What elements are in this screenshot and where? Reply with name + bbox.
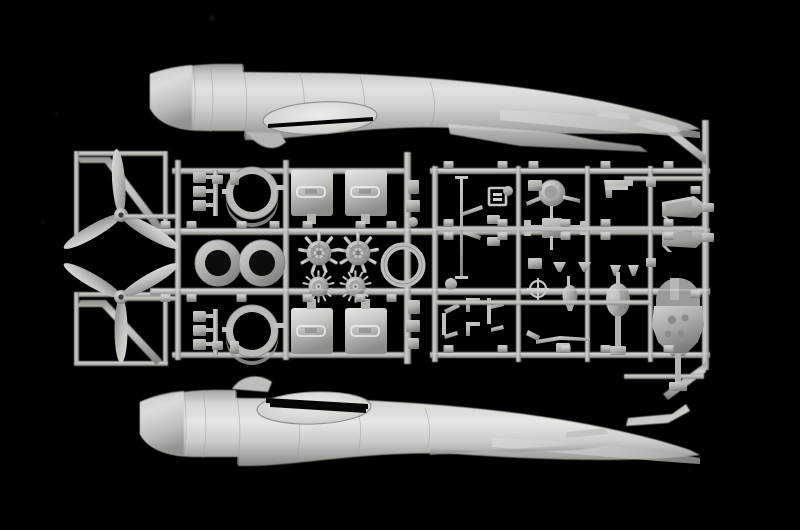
part-control-wheel xyxy=(526,179,580,207)
fuselage-lower-tail-taper xyxy=(492,438,700,464)
small-part xyxy=(408,300,420,314)
propeller-gate-runners xyxy=(124,214,176,301)
runner-horizontal-mid xyxy=(150,288,710,295)
small-part xyxy=(193,311,206,322)
fuselage-lower-fin-root xyxy=(626,404,690,426)
small-part xyxy=(193,339,206,350)
part-cowl-panel-2 xyxy=(345,170,387,224)
dust-speck xyxy=(41,220,45,224)
small-part xyxy=(408,217,418,227)
runner-angled-top-right xyxy=(667,128,706,165)
runner-vertical-c3 xyxy=(404,152,411,364)
propeller-blade xyxy=(111,149,126,216)
small-part xyxy=(487,237,500,246)
dust-speck xyxy=(55,112,59,116)
bracket-part xyxy=(604,180,633,198)
strut-arm xyxy=(463,205,483,216)
small-part xyxy=(578,262,591,272)
runner-horizontal-upper xyxy=(430,168,710,174)
part-cowl-panel-3 xyxy=(291,299,333,354)
small-part xyxy=(646,178,656,187)
part-fuselage-half-upper xyxy=(150,63,700,152)
propeller-blade xyxy=(120,214,179,249)
runner-vertical-c1 xyxy=(175,160,181,360)
small-part xyxy=(193,186,206,197)
part-cowl-ring-centre xyxy=(380,242,426,288)
runner-horizontal-top xyxy=(150,228,710,235)
small-part xyxy=(212,175,223,184)
fuselage-upper-wing-root-shelf xyxy=(448,124,648,152)
runner-horizontal-center-left-lower xyxy=(172,352,407,358)
part-group-top-centre-small xyxy=(212,172,239,354)
right-bay-cross-runners xyxy=(436,226,705,305)
small-part xyxy=(553,262,566,272)
small-part xyxy=(212,341,223,350)
fuselage-upper-tail-taper xyxy=(500,110,700,138)
runner-horizontal-center-left xyxy=(172,168,407,174)
propeller-blade xyxy=(114,297,128,363)
fuselage-upper-canopy-opening xyxy=(262,101,378,135)
small-part xyxy=(408,180,419,194)
small-part xyxy=(230,172,239,185)
small-part xyxy=(646,258,656,267)
dust-speck xyxy=(209,15,215,21)
runner-vertical-r5 xyxy=(702,120,709,370)
part-propeller-upper xyxy=(63,149,179,249)
small-part xyxy=(528,258,542,269)
part-group-small-tabs-upper xyxy=(193,170,218,216)
fuselage-lower-belly-fairing xyxy=(232,376,272,392)
small-part xyxy=(193,172,206,183)
part-tyre-2 xyxy=(238,239,286,287)
part-group-brackets-col3 xyxy=(604,180,639,276)
runner-bottom-right-stub xyxy=(624,374,704,379)
runner-top-right-stub xyxy=(624,176,704,181)
small-part xyxy=(628,265,639,276)
fuselage-upper-tailplane-stub xyxy=(596,109,630,120)
part-group-exhaust-stacks xyxy=(646,178,714,267)
small-part xyxy=(503,186,513,196)
part-pilot-seat xyxy=(652,278,704,391)
fuselage-upper-fin-root xyxy=(636,118,681,133)
runner-vertical-r2 xyxy=(516,166,521,362)
small-part xyxy=(528,180,542,191)
part-tyre-1 xyxy=(194,239,242,287)
small-part xyxy=(406,320,420,332)
part-cowl-panel-4 xyxy=(345,299,387,354)
part-propeller-lower xyxy=(63,263,179,363)
strut-arm xyxy=(463,230,481,240)
runner-specular-highlights xyxy=(152,169,708,355)
small-part xyxy=(487,186,508,207)
dust-speck xyxy=(688,468,692,472)
small-part xyxy=(406,200,420,212)
small-part xyxy=(230,341,239,354)
fuselage-lower-wing-root-shelf xyxy=(430,438,634,455)
fuselage-lower-canopy-opening xyxy=(256,391,372,425)
fuselage-upper-belly-fairing xyxy=(246,132,286,148)
part-cowl-panel-1 xyxy=(291,170,333,224)
propeller-blade xyxy=(63,263,122,298)
small-part xyxy=(408,338,419,349)
small-part xyxy=(606,186,628,190)
fuselage-upper-nose xyxy=(150,65,192,130)
part-group-small-tabs-lower xyxy=(193,309,218,355)
propeller-blade xyxy=(120,263,179,298)
runner-vertical-c2 xyxy=(283,160,289,360)
fuselage-lower-nose xyxy=(140,391,184,456)
part-exhaust-stack-1 xyxy=(662,196,714,222)
part-group-centre-strip-upper xyxy=(406,180,420,227)
small-part xyxy=(193,325,206,336)
part-fuselage-half-lower xyxy=(140,376,700,466)
small-part xyxy=(610,265,621,276)
part-gunsight xyxy=(527,278,549,300)
small-part xyxy=(487,215,500,224)
dust-specks xyxy=(41,15,692,472)
runner-vertical-r1 xyxy=(432,166,438,362)
fuselage-lower-tailplane-stub xyxy=(566,428,608,438)
part-group-centre-strip-lower xyxy=(406,300,420,349)
runner-horizontal-lower xyxy=(430,352,710,358)
small-part xyxy=(193,200,206,211)
propeller-blade xyxy=(63,214,122,249)
